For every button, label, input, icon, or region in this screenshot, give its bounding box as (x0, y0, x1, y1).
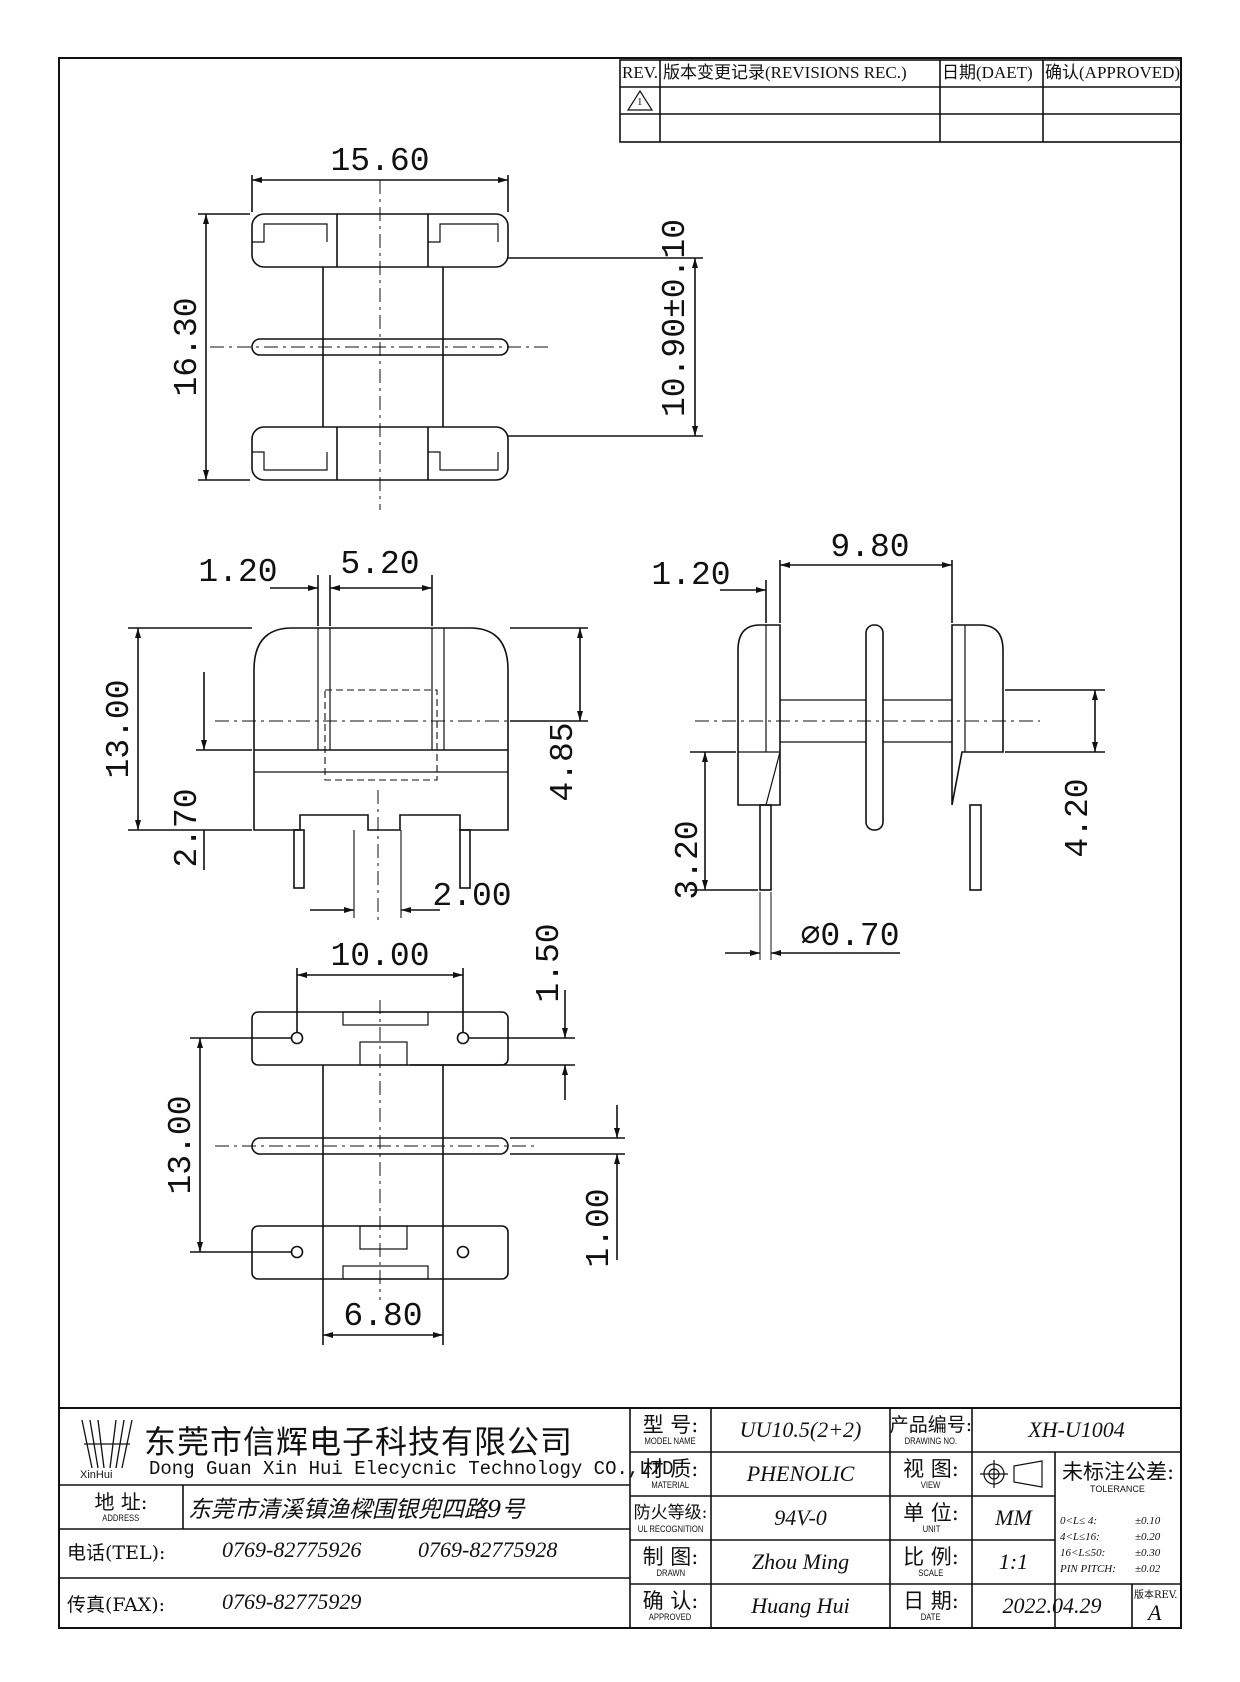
dim-bottom-height: 13.00 (163, 1095, 200, 1194)
dim-side-pin-diameter: ⌀0.70 (800, 918, 899, 955)
scale-label: 比 例:SCALE (903, 1545, 959, 1578)
dim-front-base: 2.70 (169, 788, 206, 867)
tolerance-value-2: ±0.20 (1135, 1531, 1161, 1543)
tolerance-range-2: 4<L≤16: (1060, 1531, 1100, 1543)
drawn-label: 制 图:DRAWN (642, 1545, 699, 1578)
projection-symbol-icon (980, 1460, 1043, 1488)
dim-front-mid: 4.85 (545, 722, 582, 801)
rev-header: REV. (622, 63, 659, 82)
dimension-labels: 15.60 16.30 10.90±0.10 1.20 5.20 13.00 2… (101, 143, 1097, 1335)
dim-bottom-base-width: 6.80 (343, 1298, 422, 1335)
tel-label: 电话(TEL): (67, 1542, 166, 1564)
rev-record-header: 版本变更记录(REVISIONS REC.) (663, 63, 907, 82)
dim-top-height: 16.30 (169, 297, 206, 396)
revision-triangle-icon (626, 89, 654, 111)
fax-number: 0769-82775929 (222, 1589, 362, 1614)
date-value: 2022.04.29 (1002, 1593, 1102, 1618)
unit-value: MM (995, 1505, 1032, 1530)
date-label: 日 期:DATE (903, 1589, 959, 1622)
tolerance-range-3: 16<L≤50: (1060, 1547, 1106, 1559)
bottom-view (190, 968, 625, 1345)
model-label: 型 号:MODEL NAME (642, 1413, 699, 1446)
tolerance-range-4: PIN PITCH: (1060, 1563, 1116, 1575)
approved-label: 确 认:APPROVED (642, 1589, 699, 1622)
dim-side-core-height: 4.20 (1060, 778, 1097, 857)
rev-letter-label: 版本REV. (1134, 1590, 1178, 1601)
material-value: PHENOLIC (746, 1461, 855, 1486)
dim-top-width: 15.60 (330, 143, 429, 180)
company-name-en: Dong Guan Xin Hui Elecycnic Technology C… (149, 1458, 674, 1480)
title-block (59, 1407, 1181, 1628)
dim-front-height: 13.00 (101, 679, 138, 778)
company-logo (81, 1419, 133, 1469)
address-value: 东莞市清溪镇渔樑围银兜四路9号 (188, 1497, 525, 1523)
address-label: 地 址: ADDRESS (94, 1490, 148, 1523)
rev-date-header: 日期(DAET) (942, 63, 1033, 82)
top-view (198, 175, 703, 510)
tolerance-label-en: TOLERANCE (1090, 1484, 1145, 1494)
revision-table (619, 59, 1182, 143)
scale-value: 1:1 (998, 1549, 1029, 1574)
rev-row-number: 1 (637, 96, 643, 108)
view-label: 视 图:VIEW (903, 1457, 959, 1490)
sheet-border (58, 57, 1182, 1629)
ul-label: 防火等级:UL RECOGNITION (633, 1503, 708, 1534)
tolerance-value-3: ±0.30 (1135, 1547, 1161, 1559)
dim-front-core: 5.20 (340, 546, 419, 583)
tolerance-label: 未标注公差: (1062, 1460, 1175, 1484)
dim-bottom-pin-span: 10.00 (330, 938, 429, 975)
dim-front-flange: 1.20 (198, 554, 277, 591)
drawing-no-value: XH-U1004 (1028, 1417, 1125, 1442)
ul-value: 94V-0 (774, 1505, 827, 1530)
tel-number-2: 0769-82775928 (418, 1537, 558, 1562)
dim-side-length: 9.80 (830, 529, 909, 566)
model-value: UU10.5(2+2) (739, 1417, 862, 1442)
dim-side-pin-length: 3.20 (670, 820, 707, 899)
dim-bottom-gap: 1.00 (581, 1188, 618, 1267)
logo-text: XinHui (80, 1469, 113, 1481)
drawing-no-label: 产品编号:DRAWING NO. (889, 1414, 973, 1446)
dim-side-flange: 1.20 (651, 557, 730, 594)
dim-front-pin-pitch: 2.00 (432, 878, 511, 915)
approved-value: Huang Hui (751, 1593, 850, 1618)
tolerance-value-1: ±0.10 (1135, 1515, 1161, 1527)
tolerance-range-1: 0<L≤ 4: (1060, 1515, 1097, 1527)
material-label: 材 质:MATERIAL (642, 1457, 699, 1490)
dim-bottom-offset: 1.50 (531, 923, 568, 1002)
rev-letter-value: A (1148, 1600, 1162, 1625)
dim-top-inner: 10.90±0.10 (657, 219, 694, 417)
rev-approved-header: 确认(APPROVED) (1045, 63, 1181, 82)
tel-number-1: 0769-82775926 (222, 1537, 362, 1562)
company-name-cn: 东莞市信辉电子科技有限公司 (144, 1423, 574, 1461)
tolerance-value-4: ±0.02 (1135, 1563, 1161, 1575)
drawn-value: Zhou Ming (751, 1549, 850, 1574)
side-view (690, 560, 1105, 960)
fax-label: 传真(FAX): (67, 1594, 166, 1616)
unit-label: 单 位:UNIT (903, 1501, 959, 1534)
front-view (128, 575, 588, 920)
